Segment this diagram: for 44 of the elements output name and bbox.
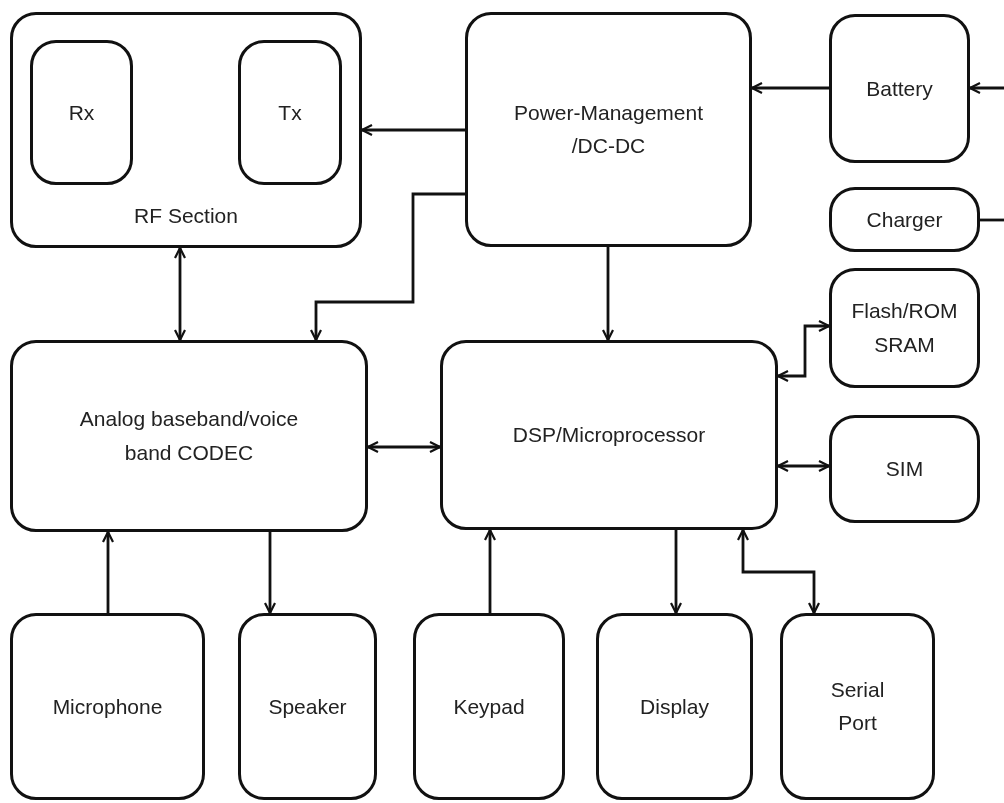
arrow: [483, 528, 497, 613]
arrow: [736, 528, 821, 615]
block-label: Flash/ROM SRAM: [850, 298, 959, 358]
block-box: [238, 40, 342, 185]
block-label: Power-Management /DC-DC: [512, 99, 705, 160]
block-label: DSP/Microprocessor: [511, 422, 707, 449]
arrow: [776, 459, 831, 473]
block-label: SIM: [884, 456, 925, 483]
block-label: Keypad: [452, 693, 526, 720]
block-box: [465, 12, 752, 247]
block-box: [10, 340, 368, 532]
arrow: [309, 192, 465, 342]
block-box: [829, 14, 970, 163]
arrow: [366, 440, 442, 454]
arrow: [263, 532, 277, 615]
arrow: [776, 319, 831, 383]
arrow: [750, 81, 829, 95]
block-box: [440, 340, 778, 530]
arrow: [173, 246, 187, 342]
arrow: [101, 530, 115, 613]
section-box: [10, 12, 362, 248]
block-label: Charger: [865, 206, 944, 233]
block-box: [30, 40, 133, 185]
block-label: Display: [639, 693, 710, 720]
block-box: [10, 613, 205, 800]
block-box: [596, 613, 753, 800]
block-label: Microphone: [51, 693, 164, 720]
block-box: [829, 268, 980, 388]
arrow: [968, 81, 1004, 95]
block-label: Speaker: [267, 693, 348, 720]
arrow: [669, 530, 683, 615]
block-label: Tx: [277, 99, 303, 126]
block-box: [780, 613, 935, 800]
block-label: Battery: [865, 75, 934, 102]
block-label: Serial Port: [829, 676, 886, 737]
block-box: [829, 187, 980, 252]
block-label: RF Section: [133, 203, 239, 230]
block-label: Rx: [67, 99, 96, 126]
arrow: [601, 247, 615, 342]
block-box: [413, 613, 565, 800]
block-label: Analog baseband/voice band CODEC: [78, 406, 300, 466]
block-box: [829, 415, 980, 523]
arrow: [360, 123, 465, 137]
block-box: [238, 613, 377, 800]
